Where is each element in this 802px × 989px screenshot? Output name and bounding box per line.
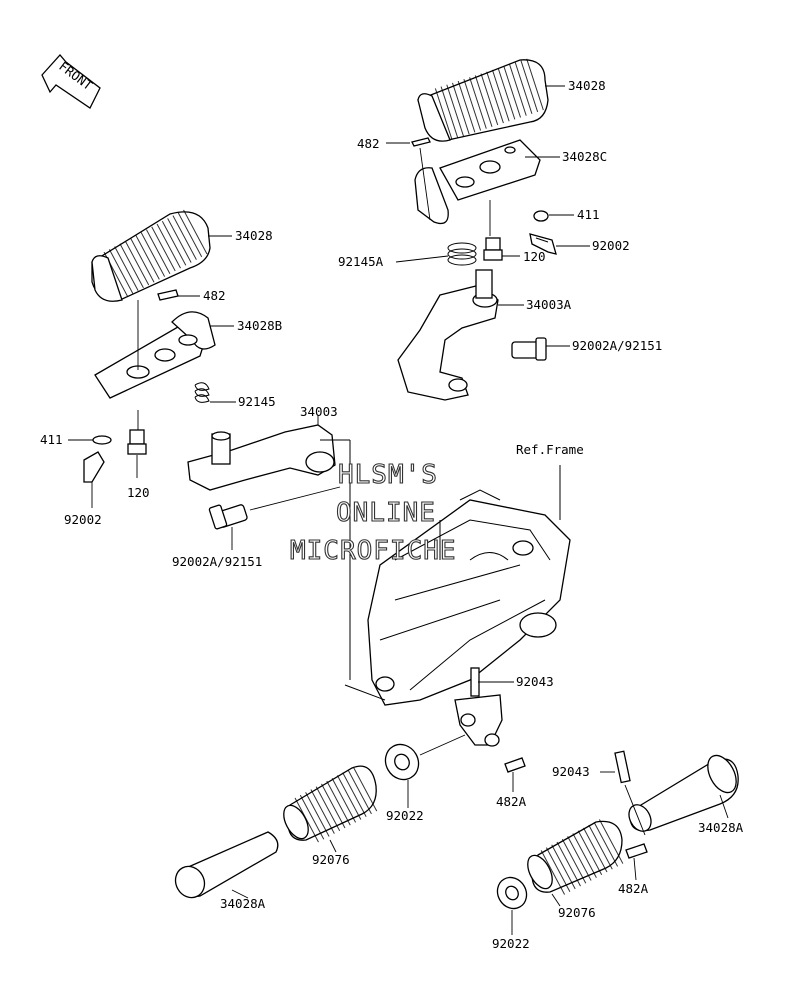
lr-washer-411 — [92, 435, 112, 445]
lr-bolt-92002a — [208, 504, 248, 530]
lr-holder — [94, 311, 216, 399]
label-rr-spring: 92145A — [338, 254, 384, 269]
label-lr-bracket: 34003 — [300, 404, 338, 419]
pin-right-92043 — [614, 750, 631, 784]
rr-holder — [414, 139, 541, 225]
lf-rubber-92076 — [283, 765, 378, 844]
label-rr-bracket: 34003A — [526, 297, 572, 312]
label-lr-bolt120: 120 — [127, 485, 150, 500]
label-lr-bolt92002a: 92002A/92151 — [172, 554, 262, 569]
clip-center-482a — [504, 757, 526, 773]
label-rr-bolt92002a: 92002A/92151 — [572, 338, 662, 353]
rr-washer-411 — [533, 210, 549, 222]
left-rear-footpeg-assembly — [68, 209, 336, 550]
watermark-line-2: ONLINE — [336, 498, 436, 528]
label-rr-bolt92002: 92002 — [592, 238, 630, 253]
rr-bolt-92002 — [529, 233, 557, 255]
label-lf-peg: 34028A — [220, 896, 266, 911]
label-rf-rubber: 92076 — [558, 905, 596, 920]
label-lr-grip: 34028 — [235, 228, 273, 243]
clip-right-482a — [625, 843, 648, 859]
lr-bolt-92002 — [83, 451, 105, 483]
label-pin-upper: 92043 — [516, 674, 554, 689]
rf-rubber-92076 — [527, 818, 624, 896]
washer-bottom-92022 — [496, 876, 528, 910]
watermark-line-1: HLSM'S — [338, 460, 438, 490]
rr-bolt-120 — [483, 237, 503, 261]
lf-peg-34028a — [174, 831, 279, 899]
rr-bolt-92002a — [511, 337, 547, 361]
label-rr-bolt120: 120 — [523, 249, 546, 264]
label-washer-center: 92022 — [386, 808, 424, 823]
rr-clip-482 — [411, 137, 431, 147]
front-arrow-icon: FRONT — [41, 54, 101, 109]
label-clip-center: 482A — [496, 794, 527, 809]
label-rr-washer482: 482 — [357, 136, 380, 151]
label-washer-bottom: 92022 — [492, 936, 530, 951]
frame-ref — [249, 439, 571, 747]
rr-bracket — [397, 269, 499, 401]
label-lr-holder: 34028B — [237, 318, 282, 333]
label-lr-bolt92002: 92002 — [64, 512, 102, 527]
right-rear-footpeg-assembly — [386, 57, 590, 401]
rr-grip-rubber — [417, 57, 549, 142]
lr-grip-rubber — [91, 209, 211, 302]
label-rr-washer411: 411 — [577, 207, 600, 222]
front-footpeg-assemblies — [174, 681, 739, 935]
label-rf-peg: 34028A — [698, 820, 744, 835]
label-pin-right: 92043 — [552, 764, 590, 779]
label-rr-holder: 34028C — [562, 149, 607, 164]
part-labels: 34028 482 34028C 411 92002 92145A 120 34… — [40, 78, 744, 951]
label-lr-washer411: 411 — [40, 432, 63, 447]
lr-clip-482 — [157, 289, 179, 301]
watermark: HLSM'S ONLINE MICROFICHE — [289, 459, 457, 566]
washer-center-92022 — [384, 743, 420, 781]
label-clip-right: 482A — [618, 881, 649, 896]
rr-spring — [447, 242, 477, 266]
label-rr-grip: 34028 — [568, 78, 606, 93]
ref-frame-label: Ref.Frame — [516, 442, 584, 457]
label-lf-rubber: 92076 — [312, 852, 350, 867]
watermark-line-3: MICROFICHE — [290, 536, 457, 566]
lr-bolt-120 — [127, 429, 147, 455]
lr-bracket — [187, 424, 336, 491]
label-lr-washer482: 482 — [203, 288, 226, 303]
lr-spring — [194, 382, 210, 403]
label-lr-spring: 92145 — [238, 394, 276, 409]
